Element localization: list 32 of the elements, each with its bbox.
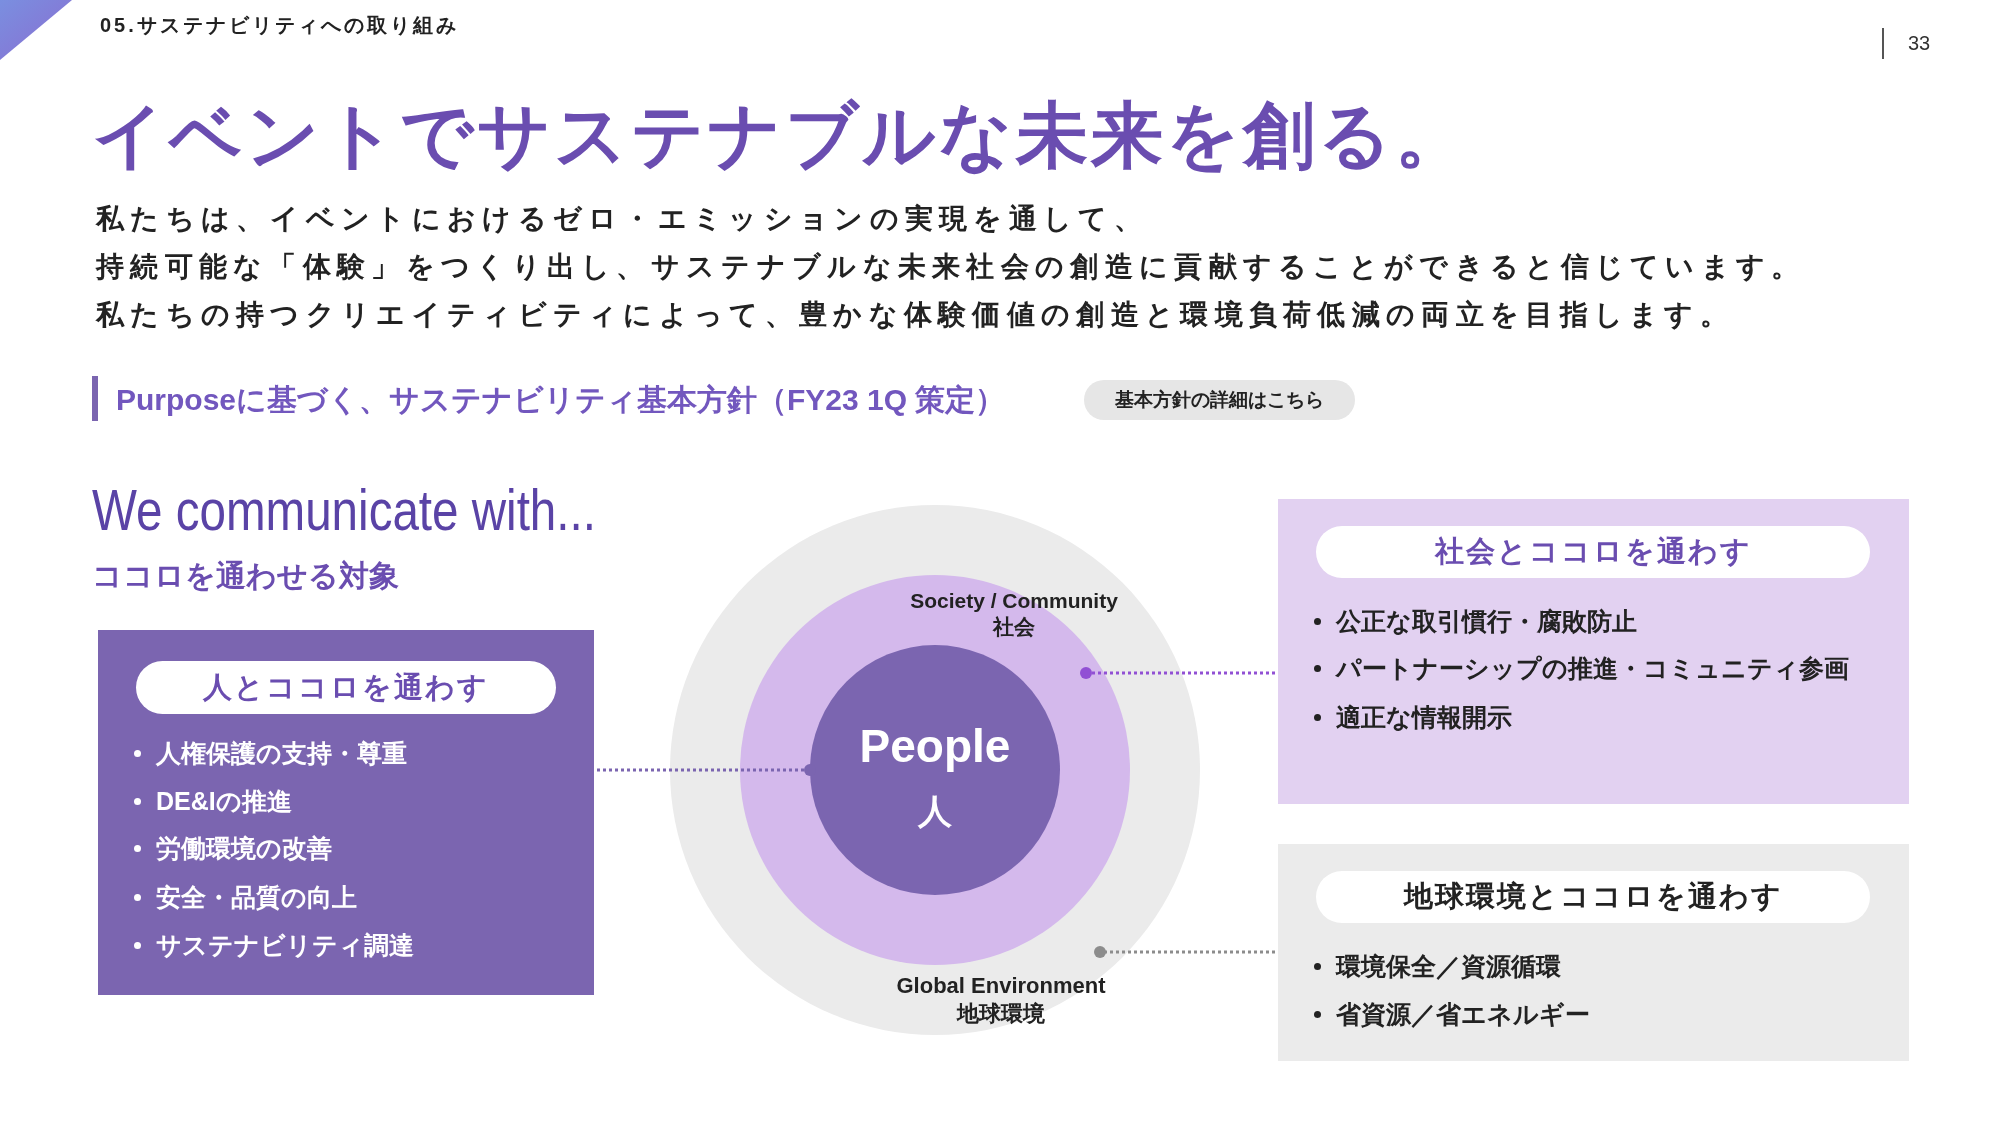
bullet-item: 労働環境の改善 <box>130 831 332 865</box>
policy-heading: Purposeに基づく、サステナビリティ基本方針（FY23 1Q 策定） <box>116 382 1006 418</box>
policy-link-button: 基本方針の詳細はこちら <box>1084 380 1355 420</box>
section-heading: 05.サステナビリティへの取り組み <box>100 13 459 38</box>
bullet-item: パートナーシップの推進・コミュニティ参画 <box>1310 651 1849 685</box>
category-panel <box>98 630 594 995</box>
bullet-item: DE&Iの推進 <box>130 784 292 818</box>
section-subtitle: ココロを通わせる対象 <box>92 558 399 594</box>
bullet-item: 適正な情報開示 <box>1310 700 1512 734</box>
intro-text: 私たちの持つクリエイティビティによって、豊かな体験価値の創造と環境負荷低減の両立を目指します。 <box>96 298 1735 332</box>
circle-label: Society / Community 社会 <box>909 588 1119 641</box>
bullet-item: 公正な取引慣行・腐敗防止 <box>1310 604 1637 638</box>
intro-text: 持続可能な「体験」をつくり出し、サステナブルな未来社会の創造に貢献することができると信じています。 <box>96 250 1806 284</box>
heading-pill: 地球環境とココロを通わす <box>1316 871 1870 923</box>
page-number: 33 <box>1908 32 1931 55</box>
connector-line <box>1094 946 1275 958</box>
circle-label: Global Environment 地球環境 <box>895 972 1107 1027</box>
bullet-item: 省資源／省エネルギー <box>1310 997 1590 1031</box>
section-title: We communicate with... <box>92 476 596 543</box>
bullet-item: 環境保全／資源循環 <box>1310 949 1561 983</box>
category-panel <box>1278 844 1909 1061</box>
bullet-item: サステナビリティ調達 <box>130 928 414 962</box>
circle-label: People <box>858 719 1012 774</box>
heading-pill: 人とココロを通わす <box>136 661 556 714</box>
bullet-item: 安全・品質の向上 <box>130 880 357 914</box>
heading-pill: 社会とココロを通わす <box>1316 526 1870 578</box>
title: イベントでサステナブルな未来を創る。 <box>92 94 1470 177</box>
bullet-item: 人権保護の支持・尊重 <box>130 736 407 770</box>
connector-line <box>1080 667 1275 679</box>
circle-label: 人 <box>917 791 953 832</box>
intro-text: 私たちは、イベントにおけるゼロ・エミッションの実現を通して、 <box>96 202 1148 236</box>
category-panel <box>1278 499 1909 804</box>
